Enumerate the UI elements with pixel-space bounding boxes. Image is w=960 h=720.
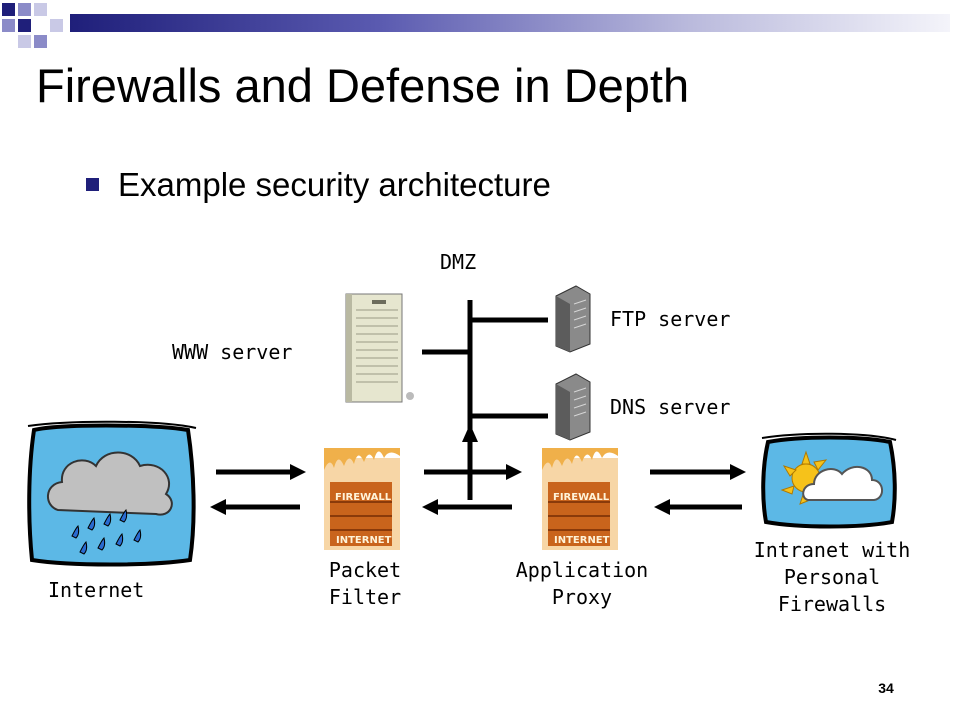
packet-filter-label: Packet Filter (300, 557, 430, 611)
deco-square (34, 3, 47, 16)
deco-square (50, 19, 63, 32)
dmz-label: DMZ (440, 250, 477, 274)
application-proxy-label-line: Application (515, 558, 649, 582)
application-proxy-label: Application Proxy (502, 557, 662, 611)
www-server-icon (345, 293, 414, 403)
intranet-label-line: Intranet with (753, 538, 911, 562)
arrows-internet-packet-filter (210, 464, 306, 515)
proxy-internet-word: INTERNET (554, 535, 610, 546)
arrows-proxy-intranet (650, 464, 746, 515)
application-proxy-firewall-icon: FIREWALL INTERNET (542, 448, 618, 550)
page-number: 34 (878, 680, 894, 696)
intranet-label: Intranet with Personal Firewalls (742, 537, 922, 618)
ftp-server-label: FTP server (610, 307, 731, 331)
title-gradient-bar (70, 14, 950, 32)
internet-cloud-icon (27, 420, 197, 567)
intranet-sunny-icon (761, 432, 897, 529)
www-server-label: WWW server (172, 340, 293, 364)
internet-label: Internet (48, 578, 145, 602)
deco-square (34, 35, 47, 48)
packet-filter-firewall-word: FIREWALL (335, 492, 392, 503)
deco-square (18, 3, 31, 16)
bullet-square-icon (86, 178, 99, 191)
packet-filter-label-line: Packet (328, 558, 402, 582)
dns-server-icon (555, 373, 591, 441)
application-proxy-label-line: Proxy (551, 585, 613, 609)
intranet-label-line: Firewalls (777, 592, 887, 616)
deco-square (18, 19, 31, 32)
dns-server-label: DNS server (610, 395, 731, 419)
deco-square (2, 3, 15, 16)
proxy-firewall-word: FIREWALL (553, 492, 610, 503)
ftp-server-icon (555, 285, 591, 353)
deco-square (18, 35, 31, 48)
intranet-label-line: Personal (783, 565, 881, 589)
deco-square (2, 19, 15, 32)
packet-filter-label-line: Filter (328, 585, 402, 609)
arrows-filter-proxy (422, 464, 522, 515)
packet-filter-firewall-icon: FIREWALL INTERNET (324, 448, 400, 550)
dmz-arrow-head (462, 424, 478, 442)
slide-title: Firewalls and Defense in Depth (36, 59, 690, 112)
dmz-bus (422, 300, 548, 500)
packet-filter-internet-word: INTERNET (336, 535, 392, 546)
bullet-text: Example security architecture (118, 166, 551, 203)
